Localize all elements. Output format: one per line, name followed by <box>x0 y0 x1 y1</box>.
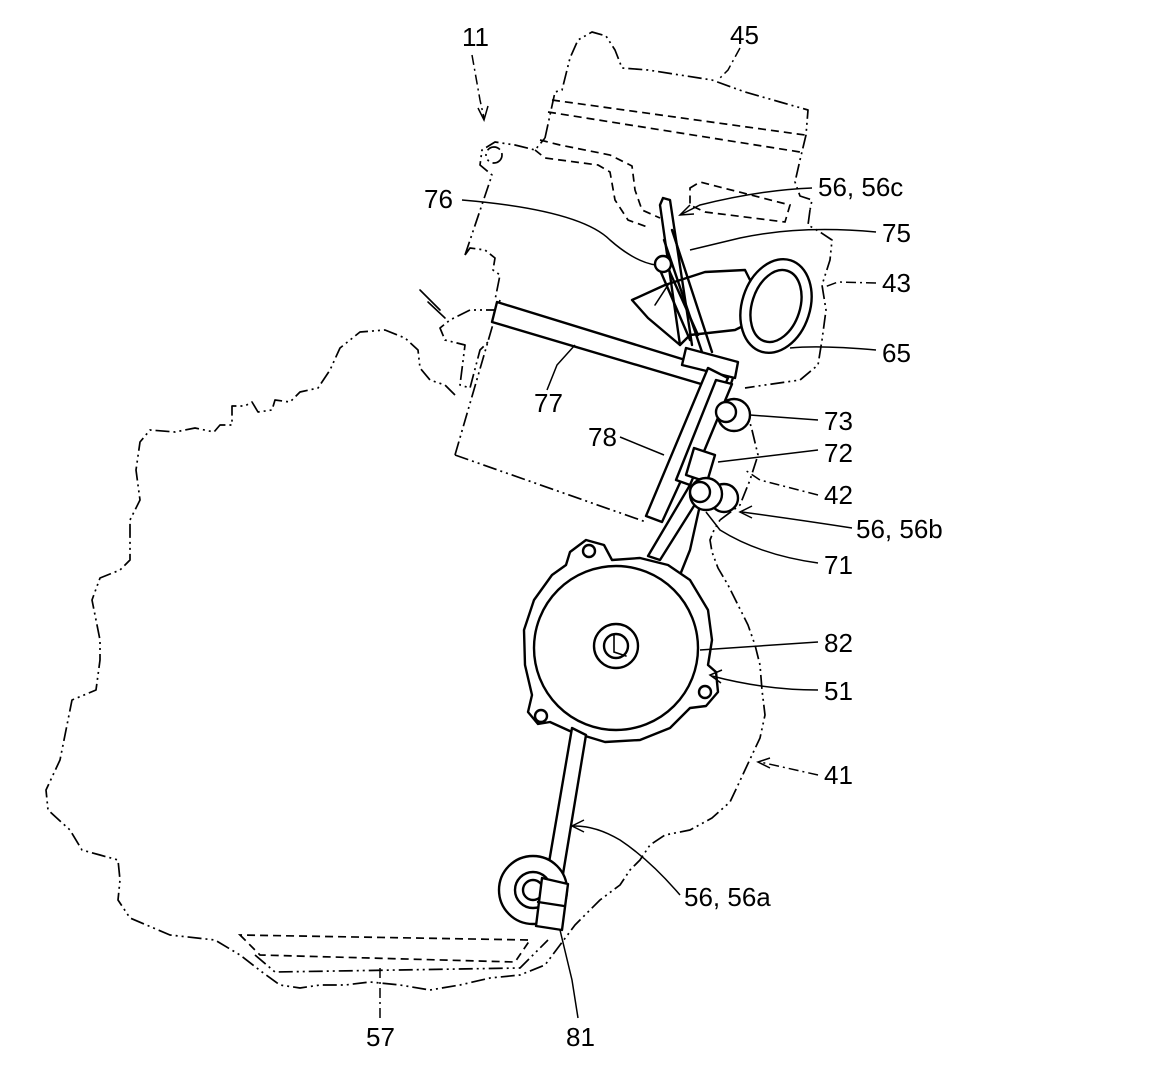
label-56a: 56, 56a <box>684 882 771 912</box>
leader-73 <box>749 414 819 421</box>
label-76: 76 <box>424 184 453 214</box>
cylinder-block-outline <box>454 299 759 523</box>
intake-body-outline <box>439 309 500 389</box>
leader-41 <box>759 761 819 776</box>
oil-pan-57-outer <box>254 939 549 973</box>
leader-71 <box>705 511 819 564</box>
leader-45 <box>717 47 741 81</box>
leader-56a-arrow <box>570 819 585 833</box>
label-75: 75 <box>882 218 911 248</box>
oil-pan-57 <box>237 934 532 963</box>
leader-77 <box>546 344 576 391</box>
hub-key <box>613 633 627 657</box>
leader-75 <box>689 228 877 251</box>
label-51: 51 <box>824 676 853 706</box>
label-77: 77 <box>534 388 563 418</box>
leader-56b-arrow <box>738 505 753 519</box>
leader-51-arrow <box>708 669 723 684</box>
crankcase-outline <box>45 329 766 991</box>
housing-51-bolt-right <box>697 684 713 700</box>
leader-78 <box>619 436 665 456</box>
label-11: 11 <box>462 22 489 52</box>
leader-43 <box>821 281 877 289</box>
label-78: 78 <box>588 422 617 452</box>
label-56c: 56, 56c <box>818 172 903 202</box>
head-cover-inner-band <box>547 99 806 153</box>
cover-82 <box>532 564 700 732</box>
bolt-71-inner <box>688 480 712 504</box>
pipe-76-end <box>653 254 673 274</box>
label-73: 73 <box>824 406 853 436</box>
head-gasket-line <box>534 139 661 229</box>
label-71: 71 <box>824 550 853 580</box>
leader-56a <box>571 825 681 896</box>
hub-outer <box>592 622 640 670</box>
label-56b: 56, 56b <box>856 514 943 544</box>
hose-56-lower-b <box>678 503 702 577</box>
hose-56a <box>544 726 588 882</box>
leader-11-arrow <box>477 105 489 123</box>
label-41: 41 <box>824 760 853 790</box>
cylinder-head-outline <box>464 137 833 389</box>
bracket-77 <box>490 300 736 394</box>
label-72: 72 <box>824 438 853 468</box>
head-bolt-hole <box>485 146 503 164</box>
leader-65 <box>789 346 877 351</box>
leader-56c <box>679 187 813 216</box>
label-45: 45 <box>730 20 759 50</box>
leader-72 <box>717 449 819 463</box>
intake-duct-wedge <box>630 268 757 347</box>
port-65-inner <box>749 268 803 344</box>
hub-inner <box>602 632 630 660</box>
leader-56b <box>741 511 853 529</box>
head-cover-outline <box>544 31 813 211</box>
leader-51 <box>711 675 819 691</box>
label-42: 42 <box>824 480 853 510</box>
port-65-outer <box>739 257 813 355</box>
leader-42 <box>744 469 819 496</box>
fitting-81-band <box>536 900 566 908</box>
clamp-block <box>680 346 740 380</box>
label-81: 81 <box>566 1022 595 1052</box>
housing-51-bolt-top <box>581 543 597 559</box>
leader-56c-arrow <box>678 204 695 216</box>
leader-41-arrow <box>756 757 771 769</box>
leader-76 <box>461 199 657 266</box>
pipe-76 <box>658 266 700 342</box>
leader-11 <box>471 54 485 119</box>
intake-pipe-left <box>419 289 446 319</box>
label-82: 82 <box>824 628 853 658</box>
housing-51 <box>522 538 720 744</box>
label-57: 57 <box>366 1022 395 1052</box>
label-65: 65 <box>882 338 911 368</box>
cam-chain-guide-outline <box>689 181 792 223</box>
bolt-73-inner <box>714 400 738 424</box>
intake-duct-inner <box>654 284 669 306</box>
leader-82 <box>699 641 819 651</box>
housing-51-bolt-left <box>533 708 549 724</box>
leader-81 <box>559 929 579 1019</box>
label-43: 43 <box>882 268 911 298</box>
